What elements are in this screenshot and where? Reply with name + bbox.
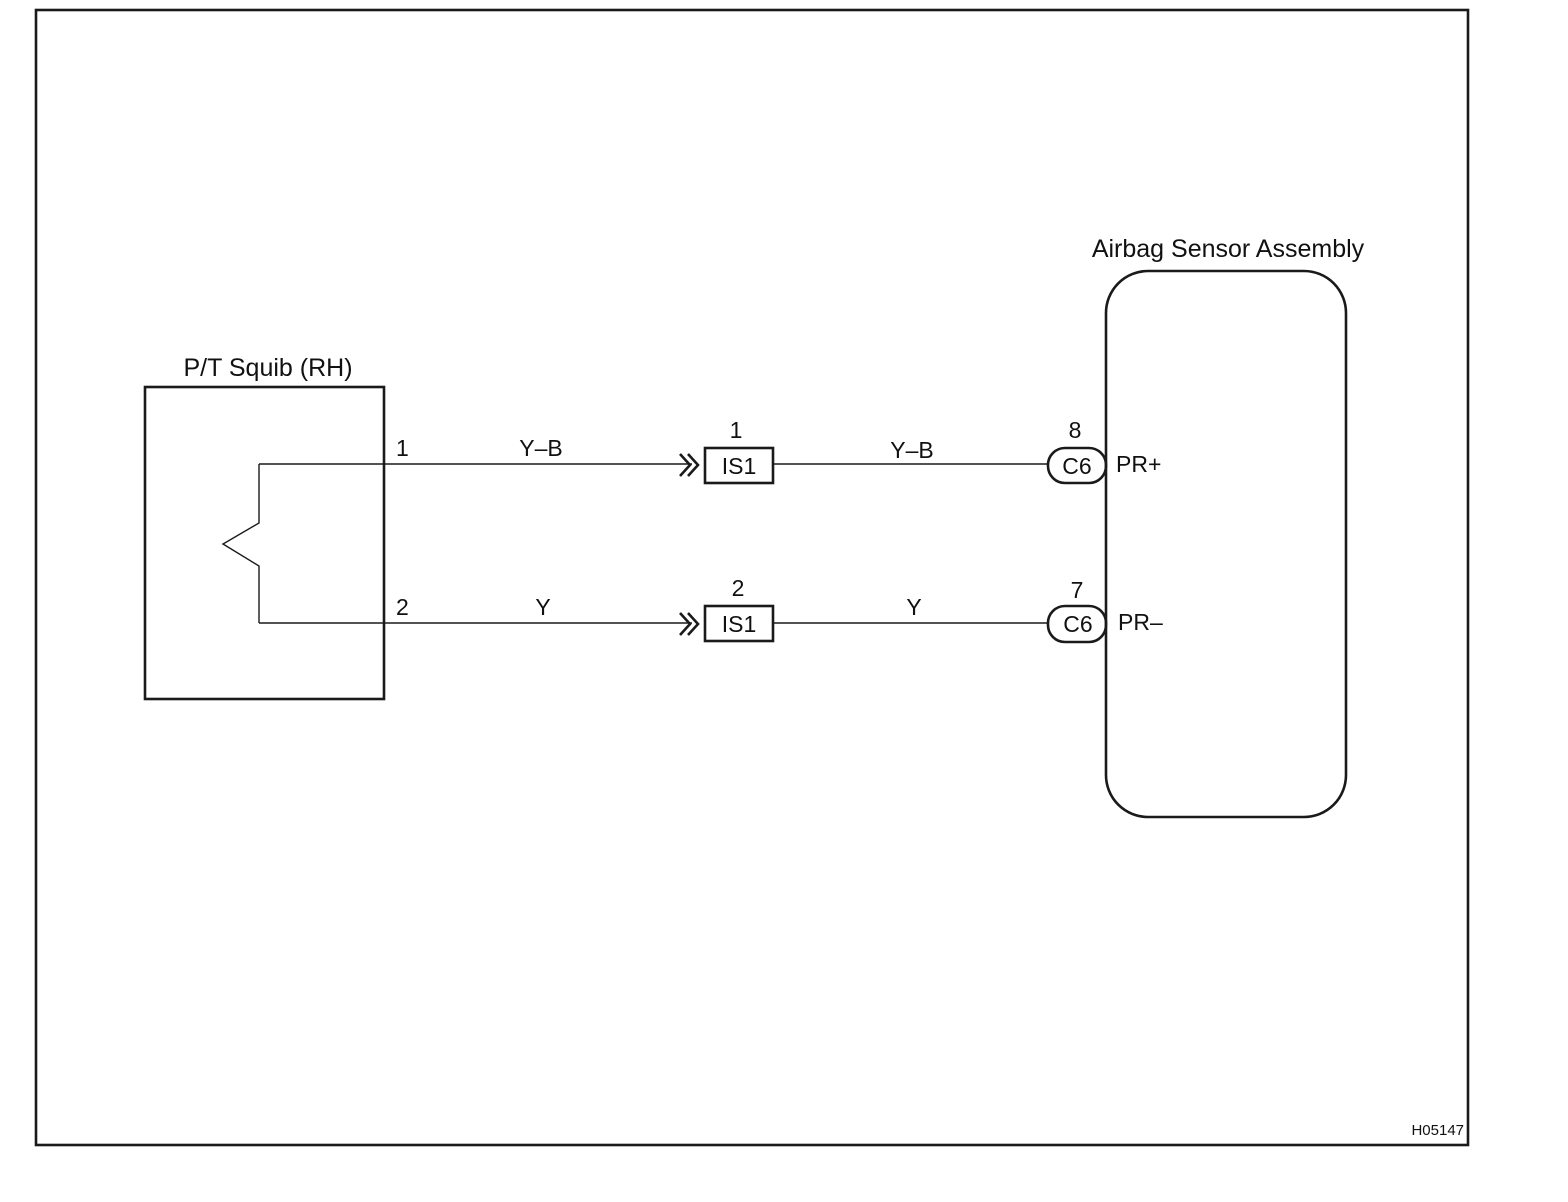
sensor-title: Airbag Sensor Assembly [1092,235,1365,263]
terminal-label: PR+ [1116,451,1161,477]
circuit-lower: 2 Y IS1 2 Y C6 7 PR– [259,575,1163,644]
connector-chevron-icon [679,612,700,636]
sensor-connector-label: C6 [1063,611,1092,637]
circuit-upper: 1 Y–B IS1 1 Y–B C6 8 PR+ [259,417,1161,485]
junction-pin-label: 2 [732,575,745,601]
wire-color-label: Y–B [890,437,933,463]
diagram-frame [34,8,1470,1147]
junction-pin-label: 1 [730,417,743,443]
sensor-component: Airbag Sensor Assembly [1092,235,1365,819]
terminal-label: PR– [1118,609,1163,635]
sensor-connector-oval [1046,446,1108,485]
wire-color-label: Y–B [519,435,562,461]
sensor-connector-label: C6 [1062,453,1091,479]
squib-element-symbol [221,464,260,623]
junction-connector-label: IS1 [722,611,757,637]
sensor-connector-oval [1046,604,1108,644]
connector-chevron-icon [679,453,700,477]
wire-color-label: Y [535,594,550,620]
junction-connector-label: IS1 [722,453,757,479]
wire-color-label: Y [906,594,921,620]
figure-code: H05147 [1411,1122,1464,1139]
sensor-pin-label: 7 [1071,577,1084,603]
squib-box [143,385,386,701]
sensor-pin-label: 8 [1069,417,1082,443]
junction-connector-box [703,446,775,485]
squib-pin-label: 1 [396,435,409,461]
squib-pin-label: 2 [396,594,409,620]
squib-title: P/T Squib (RH) [183,354,352,382]
sensor-box [1104,269,1348,819]
squib-component: P/T Squib (RH) [143,354,386,701]
